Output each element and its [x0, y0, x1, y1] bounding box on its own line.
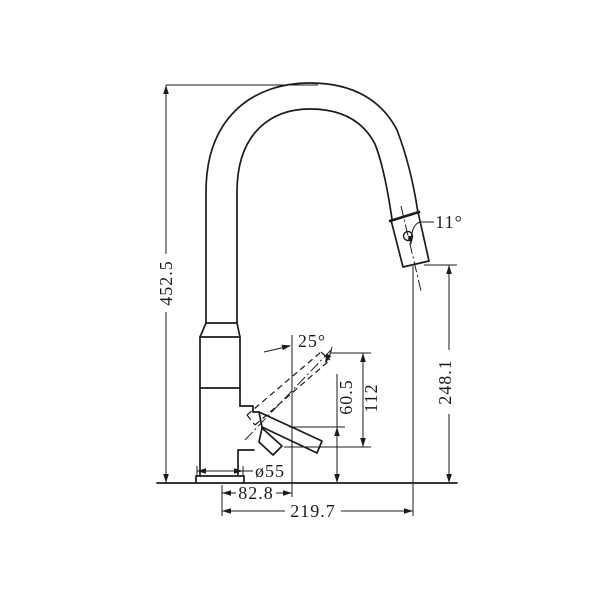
handle-open-bottom-edge [254, 359, 331, 426]
faucet-outline [156, 82, 458, 484]
spray-head-button-icon [402, 230, 414, 242]
handle-mount-step [239, 405, 260, 413]
dim-handle-offset-arrow-right [283, 490, 292, 496]
dim-outlet-height-arrow-bottom [446, 474, 452, 483]
dim-spout-reach-label: 219.7 [290, 501, 336, 521]
spout-outer-edge [205, 82, 419, 324]
dim-outlet-height-arrow-top [446, 265, 452, 274]
spout-inner-edge [236, 108, 393, 324]
dim-handle-offset-label: 82.8 [238, 483, 274, 503]
handle-open-centerline [244, 349, 332, 441]
handle-open-top-edge [246, 351, 322, 416]
dim-pivot-height-arrow-bottom [334, 474, 340, 483]
handle-base-fin [258, 427, 283, 456]
dim-handle-travel-arrow-top [360, 353, 366, 362]
spray-head-band [388, 210, 421, 223]
dim-overall-height-arrow-bottom [163, 474, 169, 483]
body-lower-step [237, 449, 255, 477]
dim-overall-height-label: 452.5 [156, 260, 176, 306]
dim-pivot-height-arrow-top [334, 427, 340, 436]
spray-head-centerline [400, 205, 422, 292]
handle-lever-closed [258, 411, 323, 454]
dim-base-diameter-arrow-left [197, 468, 206, 474]
spray-head [390, 211, 430, 268]
dim-handle-angle-label: 25° [298, 331, 326, 351]
handle-open-pivot-cap [246, 414, 256, 426]
dim-head-angle-label: 11° [435, 212, 463, 232]
dim-overall-height-arrow-top [163, 85, 169, 94]
dim-spout-reach-arrow-right [404, 508, 413, 514]
dim-handle-travel-arrow-bottom [360, 438, 366, 447]
base-flange [195, 475, 245, 484]
dimension-annotations: 452.5 248.1 112 60.5 [156, 84, 463, 521]
dim-spout-reach-arrow-left [222, 508, 231, 514]
dim-head-angle-arrow [407, 235, 414, 245]
dim-base-diameter-arrow-right [234, 468, 243, 474]
dim-base-diameter-label: ø55 [255, 461, 285, 481]
dim-outlet-height-label: 248.1 [435, 359, 455, 405]
dim-handle-travel-label: 112 [361, 383, 381, 412]
dim-handle-angle-arc-arrow [325, 353, 332, 363]
dim-handle-offset-arrow-left [222, 490, 231, 496]
dim-handle-angle-leader-arrow [281, 344, 291, 351]
body-collar [199, 322, 241, 338]
dim-pivot-height-label: 60.5 [336, 379, 356, 415]
